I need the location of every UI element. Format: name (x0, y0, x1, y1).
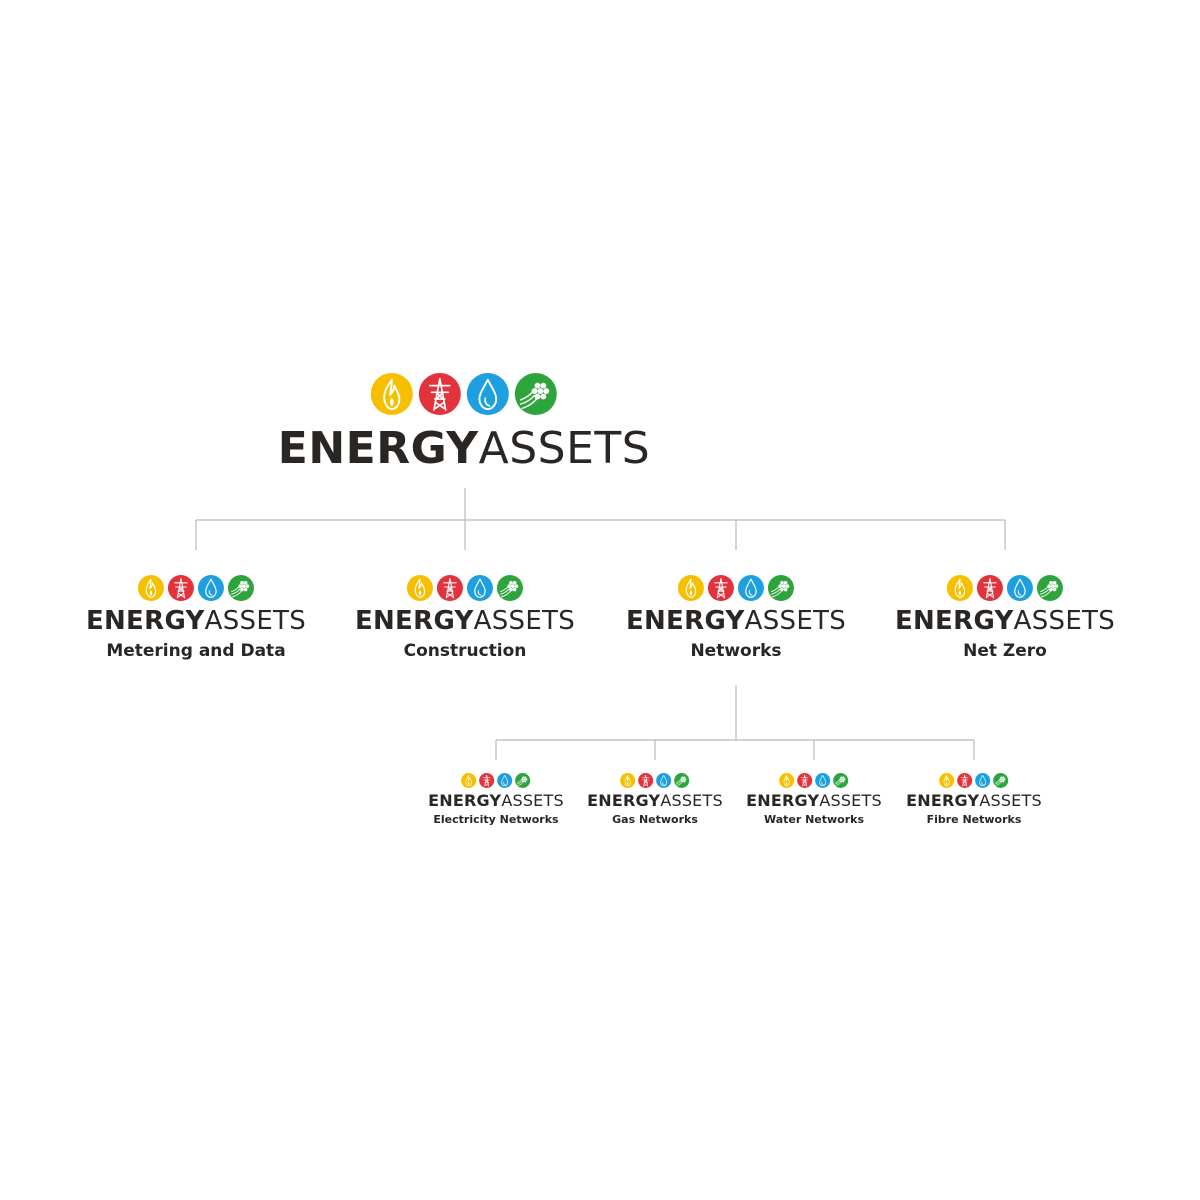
brand-icon-row (678, 575, 794, 601)
division-label: Net Zero (963, 641, 1047, 661)
wordmark-bold: ENERGY (894, 606, 1014, 636)
wordmark-bold: ENERGY (746, 791, 820, 810)
division-construction: ENERGYASSETS Construction (355, 575, 575, 660)
root-logo: ENERGYASSETS (278, 373, 650, 471)
wordmark-light: ASSETS (204, 606, 307, 636)
brand-icon-row (371, 373, 557, 415)
brand-wordmark: ENERGYASSETS (355, 608, 575, 634)
brand-wordmark: ENERGYASSETS (626, 608, 846, 634)
network-gas: ENERGYASSETS Gas Networks (587, 773, 723, 825)
fibre-optic-icon (1037, 575, 1063, 601)
water-drop-icon (656, 773, 672, 788)
division-label: Networks (690, 641, 782, 661)
flame-icon (620, 773, 636, 788)
network-label: Water Networks (763, 813, 865, 826)
brand-wordmark: ENERGYASSETS (587, 793, 723, 809)
wordmark-bold: ENERGY (428, 791, 502, 810)
fibre-optic-icon (833, 773, 849, 788)
fibre-optic-icon (768, 575, 794, 601)
wordmark-bold: ENERGY (587, 791, 661, 810)
pylon-icon (977, 575, 1003, 601)
network-fibre: ENERGYASSETS Fibre Networks (906, 773, 1042, 825)
brand-icon-row (461, 773, 531, 788)
water-drop-icon (738, 575, 764, 601)
wordmark-light: ASSETS (478, 423, 651, 474)
fibre-optic-icon (515, 773, 531, 788)
brand-icon-row (939, 773, 1009, 788)
division-label: Construction (403, 641, 527, 661)
wordmark-bold: ENERGY (85, 606, 205, 636)
pylon-icon (479, 773, 495, 788)
network-electricity: ENERGYASSETS Electricity Networks (428, 773, 564, 825)
brand-icon-row (138, 575, 254, 601)
wordmark-light: ASSETS (979, 791, 1042, 810)
flame-icon (371, 373, 413, 415)
brand-wordmark: ENERGYASSETS (86, 608, 306, 634)
fibre-optic-icon (515, 373, 557, 415)
brand-icon-row (779, 773, 849, 788)
water-drop-icon (467, 373, 509, 415)
water-drop-icon (975, 773, 991, 788)
wordmark-bold: ENERGY (354, 606, 474, 636)
water-drop-icon (467, 575, 493, 601)
network-label: Electricity Networks (433, 813, 559, 826)
flame-icon (461, 773, 477, 788)
division-networks: ENERGYASSETS Networks (626, 575, 846, 660)
wordmark-bold: ENERGY (906, 791, 980, 810)
pylon-icon (797, 773, 813, 788)
wordmark-light: ASSETS (660, 791, 723, 810)
pylon-icon (957, 773, 973, 788)
network-water: ENERGYASSETS Water Networks (746, 773, 882, 825)
brand-wordmark: ENERGYASSETS (278, 427, 650, 471)
division-label: Metering and Data (106, 641, 286, 661)
brand-wordmark: ENERGYASSETS (428, 793, 564, 809)
wordmark-bold: ENERGY (625, 606, 745, 636)
pylon-icon (638, 773, 654, 788)
division-net-zero: ENERGYASSETS Net Zero (895, 575, 1115, 660)
wordmark-light: ASSETS (819, 791, 882, 810)
brand-icon-row (407, 575, 523, 601)
flame-icon (407, 575, 433, 601)
flame-icon (947, 575, 973, 601)
flame-icon (138, 575, 164, 601)
flame-icon (779, 773, 795, 788)
network-label: Gas Networks (612, 813, 698, 826)
fibre-optic-icon (993, 773, 1009, 788)
brand-wordmark: ENERGYASSETS (746, 793, 882, 809)
pylon-icon (168, 575, 194, 601)
fibre-optic-icon (497, 575, 523, 601)
water-drop-icon (815, 773, 831, 788)
wordmark-light: ASSETS (501, 791, 564, 810)
pylon-icon (708, 575, 734, 601)
network-label: Fibre Networks (926, 813, 1022, 826)
wordmark-light: ASSETS (1013, 606, 1116, 636)
brand-icon-row (620, 773, 690, 788)
wordmark-light: ASSETS (473, 606, 576, 636)
water-drop-icon (198, 575, 224, 601)
brand-wordmark: ENERGYASSETS (906, 793, 1042, 809)
fibre-optic-icon (674, 773, 690, 788)
brand-icon-row (947, 575, 1063, 601)
pylon-icon (419, 373, 461, 415)
flame-icon (939, 773, 955, 788)
fibre-optic-icon (228, 575, 254, 601)
water-drop-icon (1007, 575, 1033, 601)
division-metering-and-data: ENERGYASSETS Metering and Data (86, 575, 306, 660)
pylon-icon (437, 575, 463, 601)
wordmark-light: ASSETS (744, 606, 847, 636)
wordmark-bold: ENERGY (277, 423, 479, 474)
brand-wordmark: ENERGYASSETS (895, 608, 1115, 634)
water-drop-icon (497, 773, 513, 788)
flame-icon (678, 575, 704, 601)
